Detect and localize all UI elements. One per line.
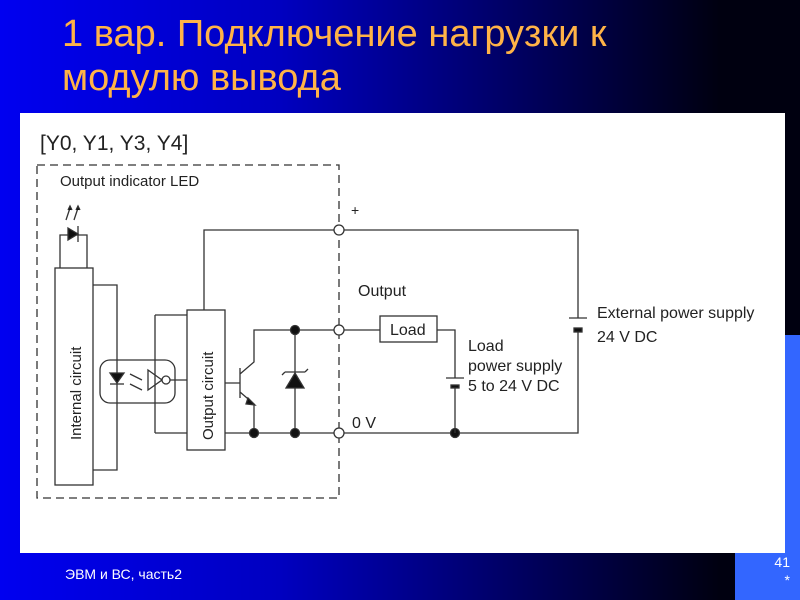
optocoupler-icon	[99, 314, 187, 434]
page-marker: *	[784, 572, 790, 588]
zero-v-label: 0 V	[352, 415, 376, 432]
output-label: Output	[358, 283, 407, 300]
junction-dots	[248, 324, 461, 439]
output-circuit-label: Output circuit	[200, 351, 217, 440]
load-supply-label-2: power supply	[468, 358, 562, 375]
led-icon	[59, 204, 88, 268]
diagram-panel	[20, 113, 785, 553]
slide-title: 1 вар. Подключение нагрузки к модулю выв…	[62, 12, 607, 100]
external-battery-icon	[569, 317, 587, 333]
load-supply-label-3: 5 to 24 V DC	[468, 378, 560, 395]
load-battery-icon	[437, 329, 464, 433]
load-box	[379, 315, 438, 343]
plus-label: +	[351, 202, 359, 218]
page-number: 41 *	[774, 553, 790, 589]
internal-circuit-block	[54, 267, 94, 486]
slide-footer: ЭВМ и ВС, часть2	[65, 566, 182, 582]
title-line-2: модулю вывода	[62, 57, 341, 99]
title-line-1: 1 вар. Подключение нагрузки к	[62, 13, 607, 55]
external-supply-label-2: 24 V DC	[597, 329, 657, 346]
outputs-label: [Y0, Y1, Y3, Y4]	[40, 132, 188, 155]
page-number-value: 41	[774, 554, 790, 570]
terminals	[333, 224, 345, 439]
external-supply-label-1: External power supply	[597, 305, 754, 322]
led-label: Output indicator LED	[60, 173, 199, 190]
transistor-icon	[225, 329, 380, 433]
output-circuit-block	[186, 309, 226, 451]
load-supply-label-1: Load	[468, 338, 504, 355]
load-label: Load	[390, 322, 426, 339]
zener-diode-icon	[281, 330, 309, 433]
internal-circuit-label: Internal circuit	[68, 346, 85, 440]
